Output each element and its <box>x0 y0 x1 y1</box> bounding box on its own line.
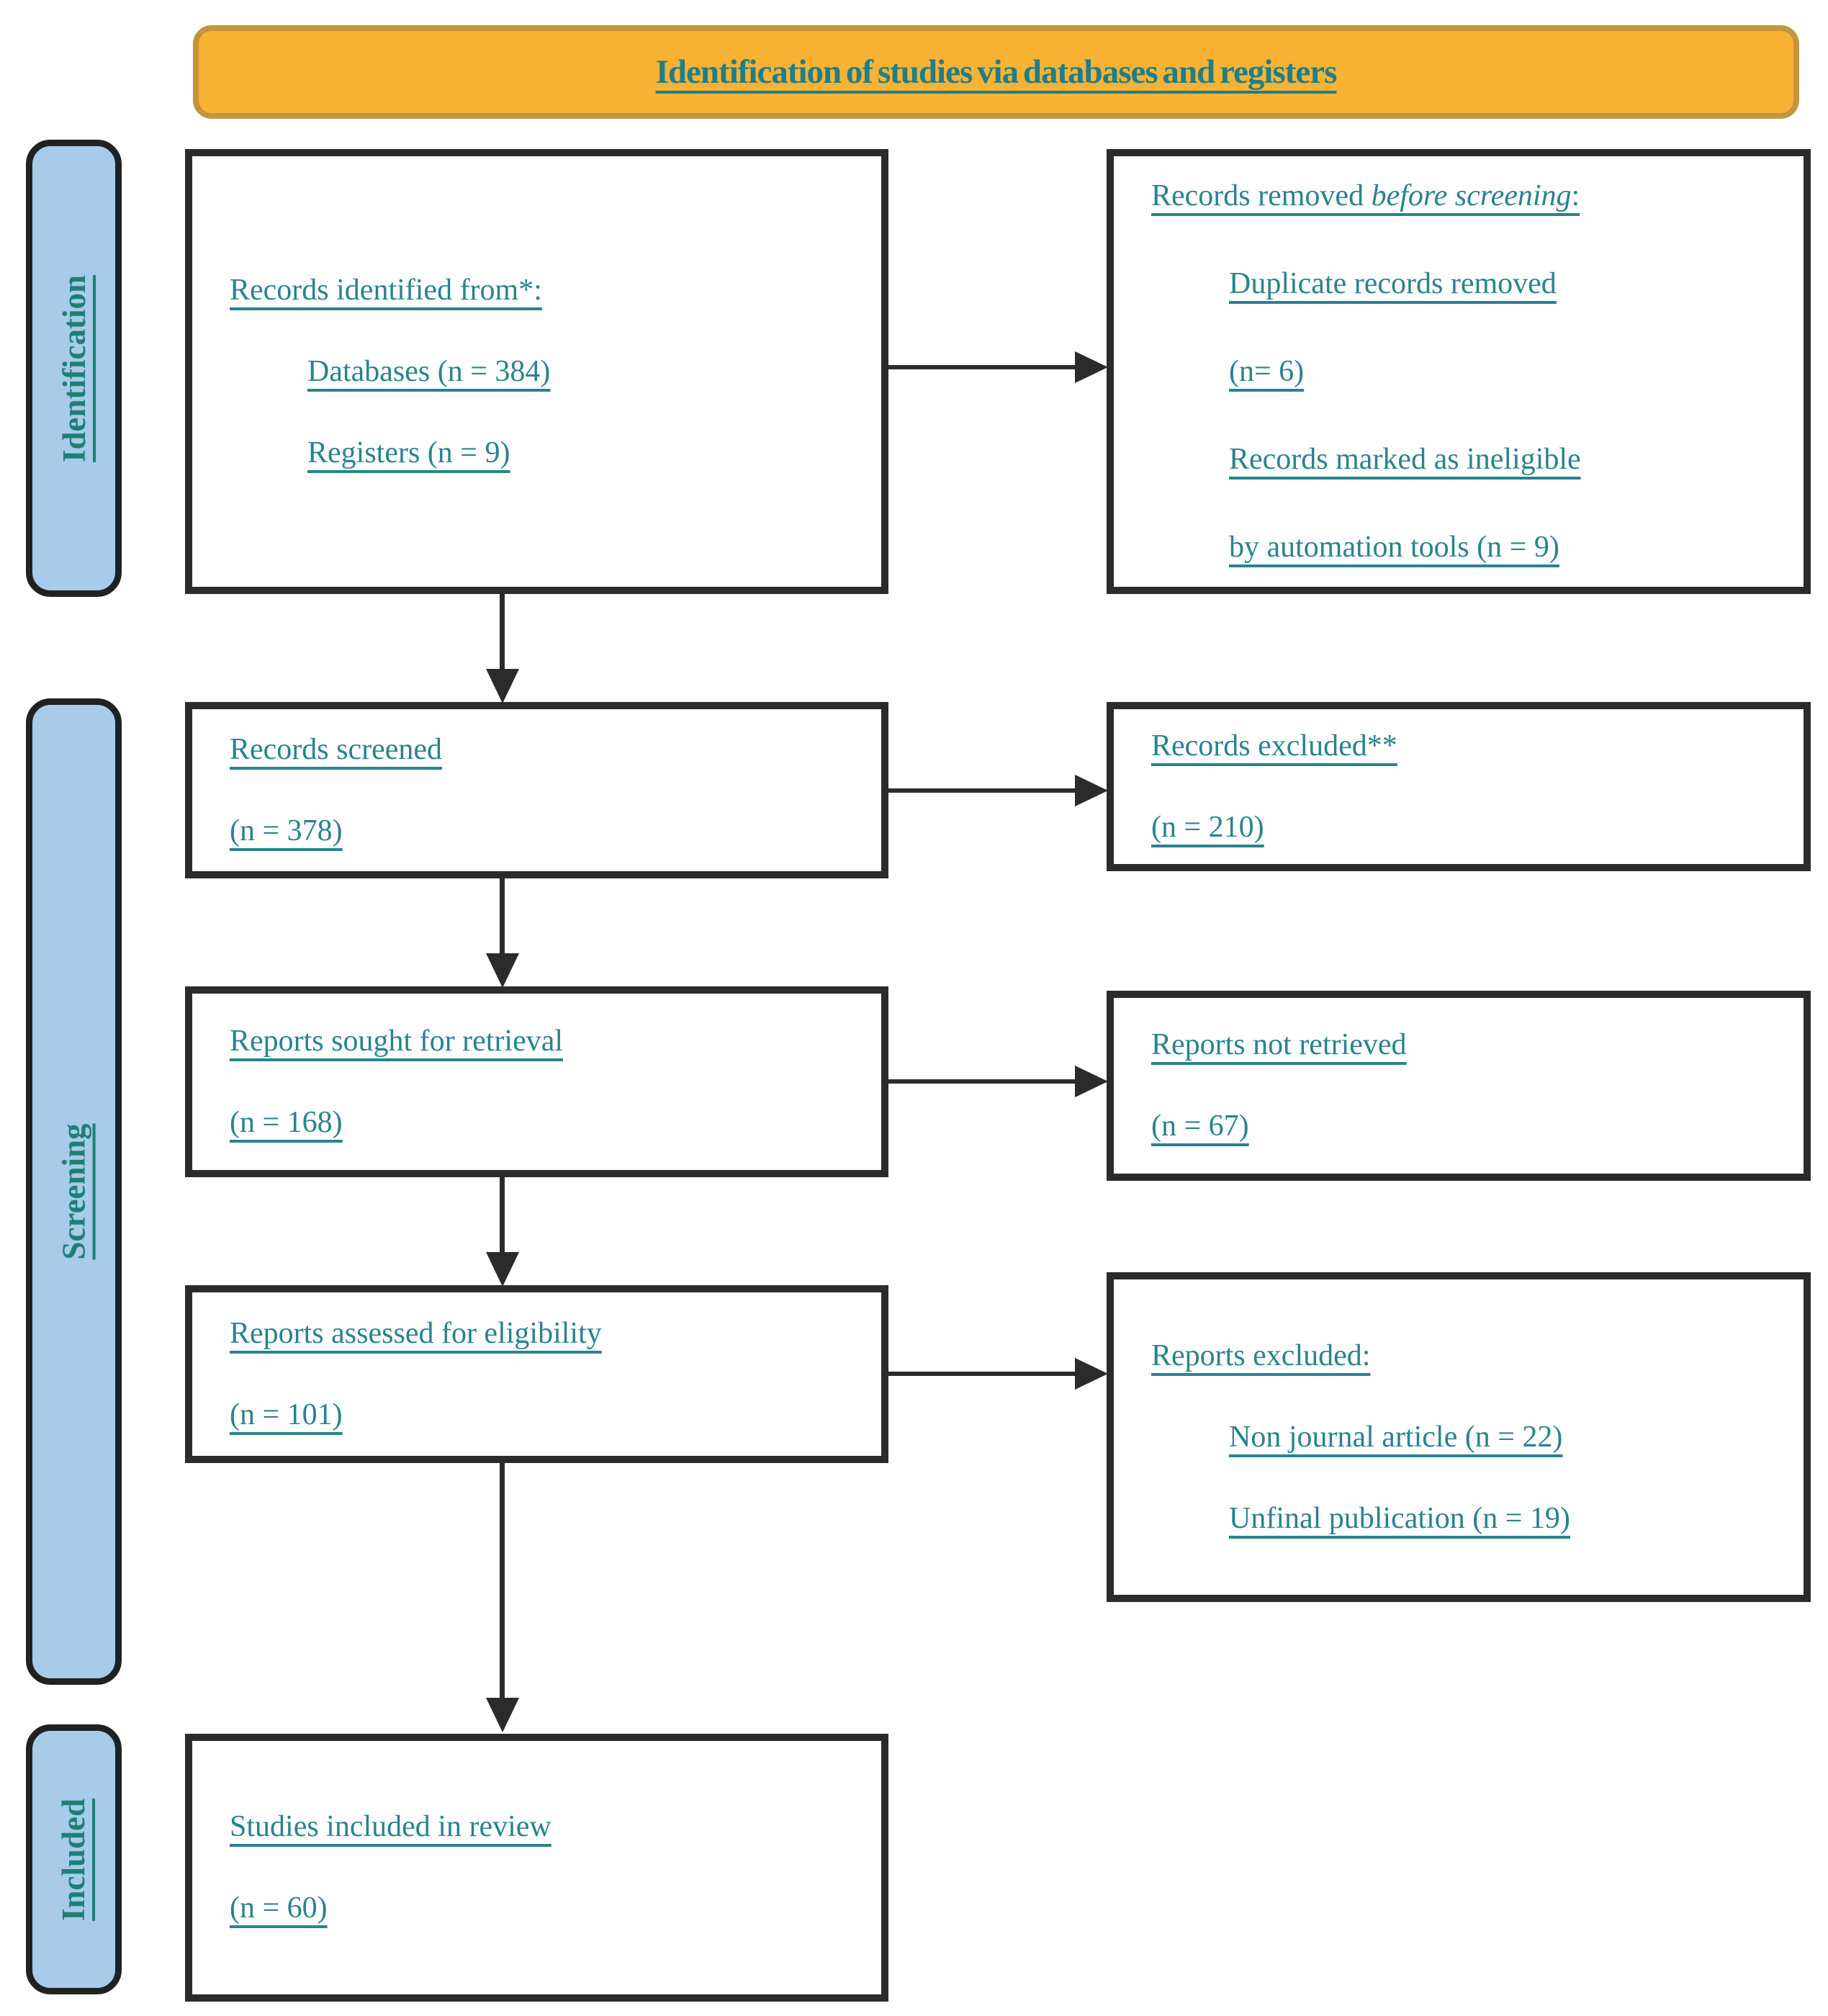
box-records-identified: Records identified from*: Databases (n =… <box>185 149 888 594</box>
box-reports-excluded: Reports excluded: Non journal article (n… <box>1107 1272 1811 1602</box>
arrow-sought-to-notretrieved-head <box>1075 1066 1108 1097</box>
arrow-assessed-to-included-head <box>486 1698 519 1732</box>
stage-label-included: Included <box>26 1724 122 1994</box>
arrow-identified-to-removed-head <box>1075 351 1108 383</box>
box-records-removed-heading: Records removed before screening: <box>1151 179 1580 212</box>
box-records-screened: Records screened (n = 378) <box>185 702 888 878</box>
box-records-screened-line2: (n = 378) <box>230 814 343 847</box>
box-reports-sought: Reports sought for retrieval (n = 168) <box>185 986 888 1177</box>
box-records-removed-before-screening: Records removed before screening: Duplic… <box>1107 149 1811 594</box>
stage-label-identification-text: Identification <box>55 274 92 462</box>
stage-label-included-text: Included <box>55 1798 92 1921</box>
stage-label-screening-text: Screening <box>55 1123 92 1260</box>
box-studies-included-line1: Studies included in review <box>230 1810 551 1843</box>
box-reports-excluded-item-unfinal: Unfinal publication (n = 19) <box>1229 1501 1570 1535</box>
box-studies-included: Studies included in review (n = 60) <box>185 1734 888 2002</box>
arrow-screened-to-excluded-head <box>1075 775 1108 806</box>
box-reports-excluded-item-non-journal: Non journal article (n = 22) <box>1229 1420 1563 1454</box>
banner: Identification of studies via databases … <box>193 25 1799 119</box>
box-reports-assessed-line2: (n = 101) <box>230 1398 343 1431</box>
arrow-identified-to-screened-shaft <box>500 594 505 672</box>
box-records-removed-ineligible-line2: by automation tools (n = 9) <box>1229 531 1559 564</box>
box-records-excluded-line2: (n = 210) <box>1151 810 1264 844</box>
stage-label-screening: Screening <box>26 698 122 1685</box>
box-reports-excluded-heading: Reports excluded: <box>1151 1338 1371 1372</box>
box-reports-sought-line1: Reports sought for retrieval <box>230 1024 564 1058</box>
arrow-assessed-to-reportsexcluded-shaft <box>888 1372 1077 1376</box>
arrow-identified-to-screened-head <box>486 669 519 703</box>
box-records-identified-item-databases: Databases (n = 384) <box>307 354 551 388</box>
arrow-screened-to-sought-shaft <box>500 878 505 955</box>
box-studies-included-line2: (n = 60) <box>230 1891 328 1925</box>
box-records-screened-line1: Records screened <box>230 732 443 766</box>
banner-title: Identification of studies via databases … <box>655 53 1338 91</box>
box-reports-sought-line2: (n = 168) <box>230 1105 343 1139</box>
arrow-sought-to-assessed-head <box>486 1252 519 1287</box>
arrow-sought-to-assessed-shaft <box>500 1177 505 1254</box>
box-reports-not-retrieved-line1: Reports not retrieved <box>1151 1028 1407 1061</box>
box-records-removed-ineligible-line1: Records marked as ineligible <box>1229 443 1581 476</box>
arrow-assessed-to-included-shaft <box>500 1463 505 1701</box>
box-records-identified-item-registers: Registers (n = 9) <box>307 436 510 469</box>
box-records-excluded: Records excluded** (n = 210) <box>1107 702 1811 871</box>
arrow-screened-to-sought-head <box>486 953 519 988</box>
box-reports-assessed: Reports assessed for eligibility (n = 10… <box>185 1285 888 1463</box>
box-records-removed-duplicates-line2: (n= 6) <box>1229 355 1305 388</box>
box-reports-not-retrieved-line2: (n = 67) <box>1151 1110 1249 1143</box>
box-reports-not-retrieved: Reports not retrieved (n = 67) <box>1107 991 1811 1181</box>
arrow-identified-to-removed-shaft <box>888 365 1077 369</box>
stage-label-identification: Identification <box>26 140 122 597</box>
box-records-identified-heading: Records identified from*: <box>230 273 542 307</box>
box-records-removed-duplicates-line1: Duplicate records removed <box>1229 267 1557 300</box>
box-records-excluded-line1: Records excluded** <box>1151 729 1397 762</box>
arrow-sought-to-notretrieved-shaft <box>888 1079 1077 1084</box>
arrow-assessed-to-reportsexcluded-head <box>1075 1358 1108 1390</box>
arrow-screened-to-excluded-shaft <box>888 788 1077 793</box>
box-reports-assessed-line1: Reports assessed for eligibility <box>230 1316 602 1350</box>
